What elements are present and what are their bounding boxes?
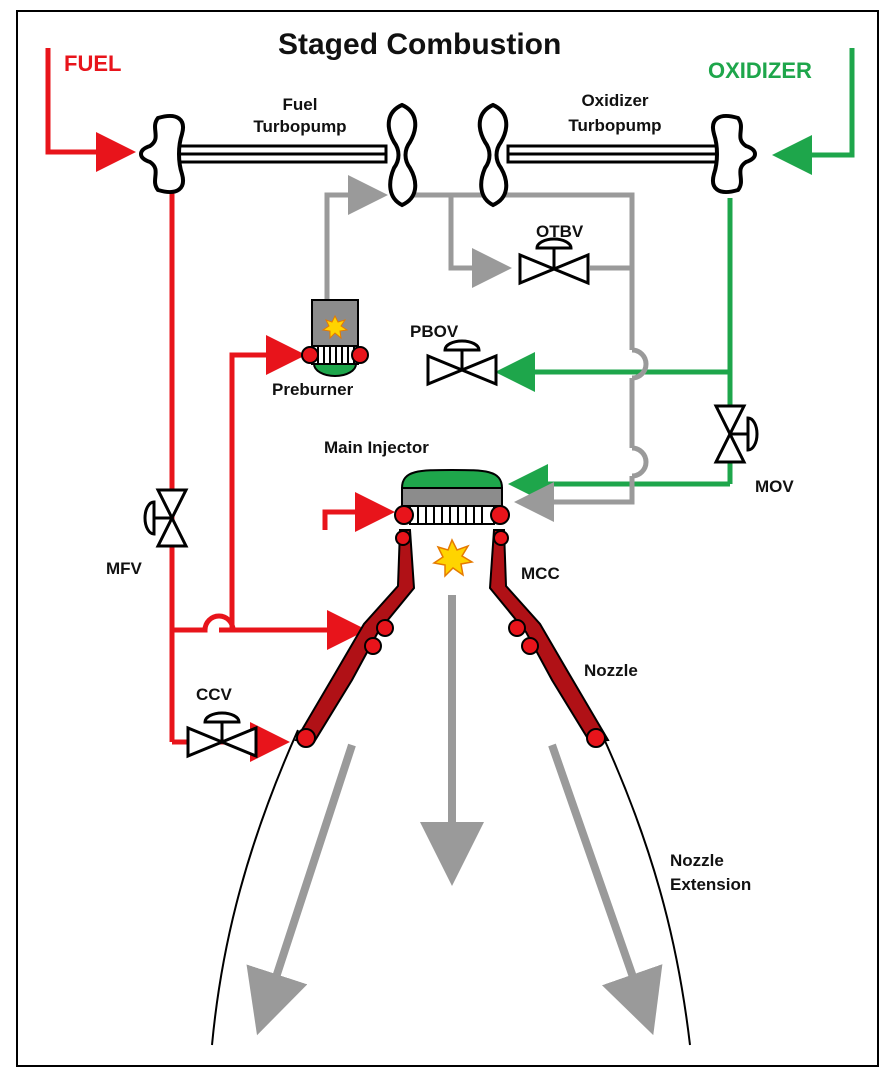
main-injector-shape — [394, 469, 510, 525]
pbov-label: PBOV — [410, 322, 459, 341]
fuel-turbopump-label-line2: Turbopump — [253, 117, 347, 136]
exhaust-flow — [246, 595, 663, 1036]
oxidizer-turbopump — [477, 102, 757, 208]
ccv-label: CCV — [196, 685, 232, 704]
fuel-turbopump — [139, 102, 418, 208]
oxidizer-lines — [495, 48, 855, 504]
nozzle-extension-label-line1: Nozzle — [670, 851, 724, 870]
nozzle-extension-label-line2: Extension — [670, 875, 752, 894]
mfv-label: MFV — [106, 559, 142, 578]
oxidizer-label: OXIDIZER — [708, 58, 812, 83]
mfv-valve — [143, 488, 189, 548]
otbv-valve — [518, 237, 590, 286]
mcc-label: MCC — [521, 564, 560, 583]
pbov-valve — [426, 339, 498, 387]
nozzle-extension-shape — [211, 729, 691, 1046]
diagram-title: Staged Combustion — [278, 28, 562, 61]
mov-valve — [713, 404, 759, 464]
ccv-valve — [186, 711, 258, 759]
mov-label: MOV — [755, 477, 794, 496]
preburner-shape — [301, 299, 369, 377]
oxidizer-turbopump-label-line1: Oxidizer — [581, 91, 649, 110]
nozzle-label: Nozzle — [584, 661, 638, 680]
main-injector-label: Main Injector — [324, 438, 429, 457]
otbv-label: OTBV — [536, 222, 584, 241]
preburner-label: Preburner — [272, 380, 354, 399]
fuel-label: FUEL — [64, 51, 122, 76]
fuel-turbopump-label-line1: Fuel — [282, 95, 318, 114]
coolant-manifolds — [296, 530, 606, 748]
oxidizer-turbopump-label-line2: Turbopump — [568, 116, 662, 135]
ignition-icon — [432, 538, 475, 578]
